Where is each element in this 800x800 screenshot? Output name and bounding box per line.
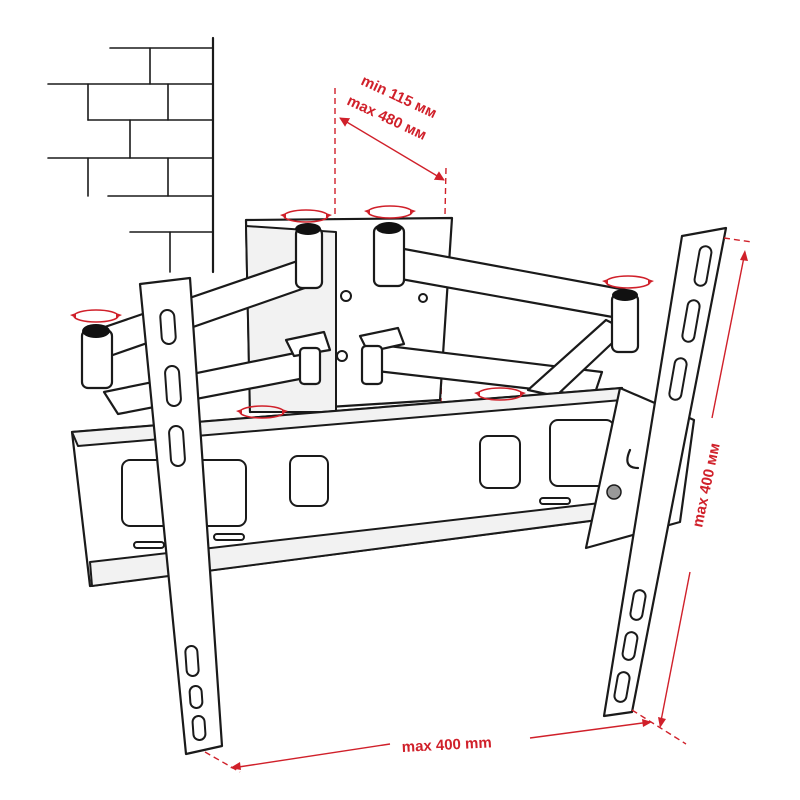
rotation-arrow-icon — [602, 275, 654, 289]
horizontal-dimension — [204, 719, 652, 773]
pivot-joints — [80, 222, 640, 390]
brick-wall — [47, 36, 215, 274]
rotation-arrow-icon — [236, 405, 288, 419]
right-vertical-bracket — [602, 226, 728, 718]
rotation-arrow-icon — [474, 387, 526, 401]
left-vertical-bracket — [138, 276, 224, 756]
horizontal-max-label: max 400 mm — [401, 734, 492, 756]
vertical-dimension — [631, 237, 753, 745]
horizontal-rail — [70, 386, 630, 588]
rotation-indicators — [70, 205, 654, 419]
vertical-max-label: max 400 мм — [689, 442, 723, 529]
rotation-arrow-icon — [280, 209, 332, 223]
rotation-arrow-icon — [364, 205, 416, 219]
rotation-arrow-icon — [70, 309, 122, 323]
